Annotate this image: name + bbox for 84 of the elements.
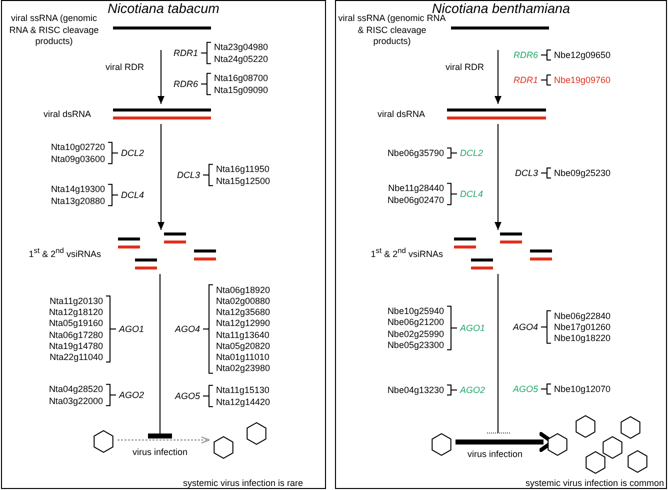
gene-id: Nbe02g25990 — [387, 328, 444, 340]
gene-id: Nbe10g18220 — [554, 332, 611, 344]
strand-label: viral ssRNA (genomic RNA & RISC cleavage products) — [338, 13, 446, 48]
gene-id: Nbe11g28440 — [388, 182, 444, 194]
gene-id: Nta12g12990 — [216, 317, 270, 330]
enzyme-label: DCL3 — [514, 167, 538, 179]
gene-id: Nta01g11010 — [216, 351, 270, 363]
gene-id: Nbe06g02470 — [387, 194, 444, 206]
gene-id: Nbe06g22840 — [554, 310, 611, 322]
gene-id: Nta02g00880 — [216, 295, 270, 307]
enzyme-label: AGO2 — [119, 389, 144, 401]
enzyme-label: AGO5 — [174, 390, 200, 402]
gene-id: Nta05g19160 — [48, 317, 103, 330]
gene-id: Nbe10g12070 — [554, 383, 611, 395]
gene-id: Nta04g28520 — [48, 383, 103, 396]
gene-id: Nta16g11950 — [216, 163, 270, 176]
caption: systemic virus infection is common — [525, 477, 664, 489]
strand-label: viral dsRNA — [43, 108, 91, 120]
enzyme-label: RDR1 — [513, 74, 538, 86]
strand-label: 1$^{st}$ & 2$^{nd}$ vsiRNAs — [370, 245, 443, 260]
edge-label: viral RDR — [444, 61, 485, 73]
gene-id: Nta06g17280 — [48, 328, 103, 341]
gene-id: Nbe05g23300 — [387, 339, 444, 351]
enzyme-label: RDR1 — [173, 47, 198, 59]
arrow — [494, 124, 502, 230]
edge-label: virus infection — [466, 448, 524, 460]
gene-id: Nta22g11040 — [50, 351, 103, 363]
enzyme-label: AGO5 — [512, 383, 538, 395]
edge-label: virus infection — [131, 446, 189, 458]
gene-id: Nbe06g21200 — [387, 316, 444, 328]
gene-id: Nbe17g01260 — [554, 321, 611, 333]
enzyme-label: DCL2 — [460, 147, 484, 159]
gene-id: Nta09g03600 — [50, 152, 105, 165]
arrow — [494, 50, 502, 104]
enzyme-label: AGO4 — [174, 323, 200, 335]
gene-id: Nta13g20880 — [50, 194, 105, 207]
panel-title: Nicotiana tabacum — [106, 1, 220, 16]
arrow — [158, 50, 164, 104]
gene-id: Nta11g15130 — [216, 384, 270, 396]
panel — [335, 0, 667, 489]
strand-label: viral dsRNA — [377, 108, 425, 120]
gene-id: Nbe04g13230 — [387, 384, 444, 396]
gene-id: Nta03g22000 — [48, 394, 103, 407]
caption: systemic virus infection is rare — [182, 477, 304, 489]
enzyme-label: DCL4 — [460, 188, 484, 200]
gene-id: Nta15g09090 — [214, 84, 268, 96]
panel-title: Nicotiana benthamiana — [432, 1, 572, 16]
gene-id: Nta05g20820 — [216, 340, 270, 352]
enzyme-label: RDR6 — [173, 78, 198, 90]
strand-label: 1$^{st}$ & 2$^{nd}$ vsiRNAs — [28, 245, 101, 260]
enzyme-label: DCL2 — [121, 147, 144, 159]
gene-id: Nta14g19300 — [50, 183, 105, 196]
gene-id: Nta16g08700 — [214, 72, 268, 84]
gene-id: Nbe09g25230 — [554, 167, 611, 179]
gene-id: Nbe12g09650 — [554, 49, 611, 61]
enzyme-label: DCL3 — [176, 169, 200, 181]
gene-id: Nta11g20130 — [50, 295, 103, 307]
arrow — [118, 436, 210, 444]
gene-id: Nbe06g35790 — [387, 147, 444, 159]
enzyme-label: AGO4 — [512, 321, 538, 333]
gene-id: Nta11g13640 — [216, 328, 270, 341]
enzyme-label: AGO2 — [460, 384, 486, 396]
inhibition-line — [148, 274, 172, 438]
gene-id: Nta23g04980 — [214, 41, 268, 54]
enzyme-label: AGO1 — [119, 323, 144, 335]
strand-label: viral ssRNA (genomic RNA & RISC cleavage products) — [8, 13, 100, 48]
arrow — [158, 124, 164, 230]
gene-id: Nta02g23980 — [216, 362, 270, 374]
enzyme-label: RDR6 — [513, 49, 538, 61]
enzyme-label: DCL4 — [121, 189, 144, 201]
gene-id: Nta12g14420 — [216, 396, 270, 408]
inhibition-line — [486, 274, 510, 434]
edge-label: viral RDR — [104, 61, 145, 73]
gene-id: Nta12g18120 — [48, 306, 103, 318]
gene-id: Nta19g14780 — [48, 340, 103, 352]
gene-id: Nbe10g25940 — [387, 305, 444, 318]
gene-id: Nta12g35680 — [216, 306, 270, 318]
gene-id: Nta10g02720 — [50, 141, 105, 154]
gene-id: Nta15g12500 — [216, 174, 270, 187]
gene-id: Nbe19g09760 — [554, 74, 611, 86]
panel — [1, 0, 326, 489]
gene-id: Nta06g18920 — [216, 284, 270, 296]
gene-id: Nta24g05220 — [214, 52, 268, 65]
enzyme-label: AGO1 — [460, 322, 486, 334]
